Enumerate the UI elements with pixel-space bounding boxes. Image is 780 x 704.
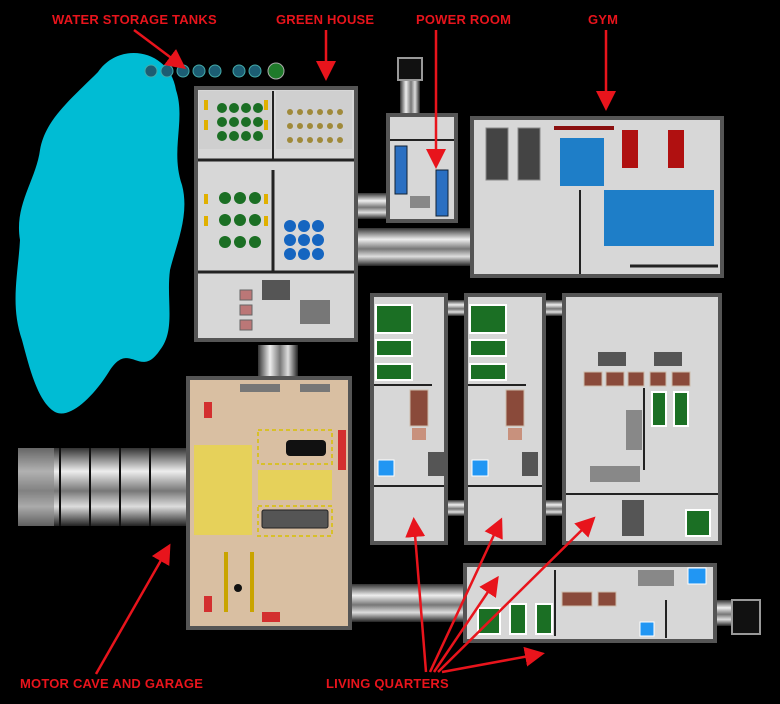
label-living-quarters: LIVING QUARTERS — [326, 676, 449, 691]
label-arrows — [94, 29, 616, 675]
living-quarters-1 — [370, 293, 448, 545]
living-quarters-3 — [562, 293, 722, 545]
label-power-room: POWER ROOM — [416, 12, 512, 27]
label-water-storage-tanks: WATER STORAGE TANKS — [52, 12, 217, 27]
corridor-quarters-link-4 — [540, 500, 566, 516]
living-quarters-2 — [464, 293, 546, 545]
corridor-garage-living — [350, 584, 465, 622]
power-room — [386, 113, 458, 223]
corridor-greenhouse-garage — [258, 345, 298, 380]
living-quarters-4 — [463, 563, 717, 643]
gym — [470, 116, 724, 278]
water-storage-tanks — [144, 62, 285, 80]
corridor-greenhouse-gym — [358, 228, 472, 266]
corridor-quarters-link-3 — [444, 500, 468, 516]
corridor-greenhouse-power — [358, 193, 390, 219]
label-gym: GYM — [588, 12, 619, 27]
corridor-quarters-link-2 — [540, 300, 566, 316]
corridor-quarters-link-1 — [444, 300, 468, 316]
motor-cave-and-garage — [186, 376, 352, 630]
lake — [15, 52, 185, 414]
label-green-house: GREEN HOUSE — [276, 12, 375, 27]
green-house — [194, 86, 358, 342]
label-motor-cave-and-garage: MOTOR CAVE AND GARAGE — [20, 676, 204, 691]
